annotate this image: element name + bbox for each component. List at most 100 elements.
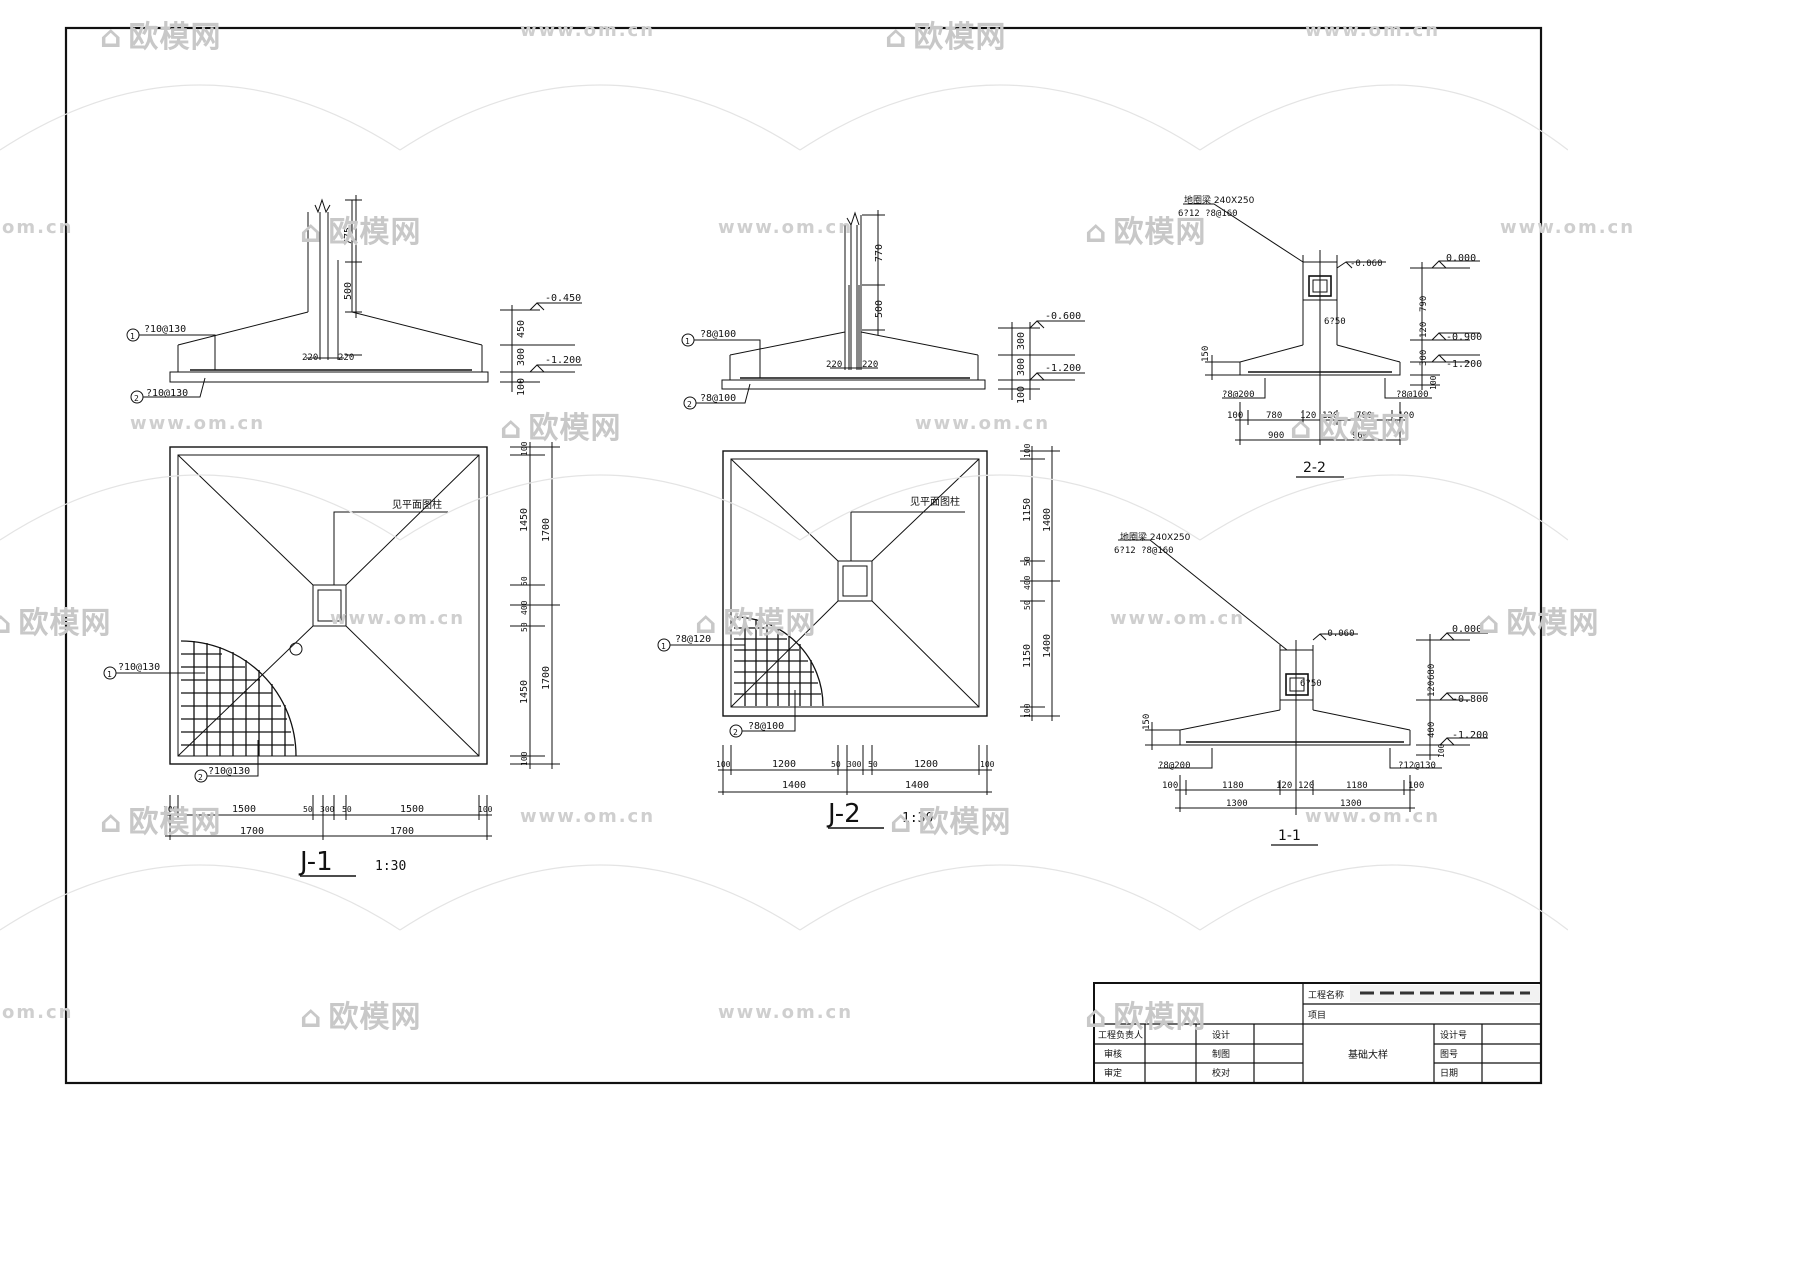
j2-level-1: -1.200 xyxy=(1045,363,1081,374)
j1-plan-h-4: 50 xyxy=(342,805,352,814)
j2-rebar-bottom-label: ?8@100 xyxy=(700,393,736,404)
section-2-2: 地圈梁 240X250 6?12 ?8@160 6?50 -0.060 790 … xyxy=(1178,194,1482,478)
j1-rebar-top-label: ?10@130 xyxy=(144,324,186,335)
svg-text:2: 2 xyxy=(134,394,139,403)
j2-rebar-top-label: ?8@100 xyxy=(700,329,736,340)
s22-beam-rebar: 6?12 ?8@160 xyxy=(1178,209,1238,219)
j2-plan-h-total-1: 1400 xyxy=(905,780,929,791)
s11-dim-h-1: 1180 xyxy=(1222,781,1244,791)
s22-col-mark: 6?50 xyxy=(1324,317,1346,327)
tb-row-0-right: 设计 xyxy=(1212,1029,1230,1041)
s22-dim-v-4: 150 xyxy=(1201,346,1211,362)
j2-plan-v-total-1: 1400 xyxy=(1042,634,1053,658)
drawing-sheet: 220 220 1 ?10@130 2 ?10@130 775 500 450 … xyxy=(0,26,1568,1085)
svg-text:2: 2 xyxy=(198,773,203,782)
s22-rebar-right: ?8@100 xyxy=(1396,390,1429,400)
j2-plan-v-5: 1150 xyxy=(1022,644,1033,668)
s11-dim-v-2: 400 xyxy=(1427,722,1437,738)
j1-plan-h-5: 1500 xyxy=(400,804,424,815)
tb-row-1-left: 审核 xyxy=(1104,1048,1122,1060)
j2-plan-v-2: 50 xyxy=(1023,556,1032,566)
j2-dim-v-3: 300 xyxy=(1016,358,1027,376)
j1-plan: 见平面图柱 1 ?10@130 2 ?10@130 100 1450 50 40… xyxy=(103,441,560,877)
j2-scale: 1:30 xyxy=(902,811,933,826)
s11-dim-h-total-0: 1300 xyxy=(1226,799,1248,809)
j2-plan-h-6: 100 xyxy=(980,760,995,769)
s11-dim-v-3: 100 xyxy=(1437,743,1446,758)
j2-plan-h-0: 100 xyxy=(716,760,731,769)
s11-dim-h-total-1: 1300 xyxy=(1340,799,1362,809)
s22-dim-v-0: 790 xyxy=(1419,296,1429,312)
j1-level-0: -0.450 xyxy=(545,293,581,304)
tb-row-2-right: 校对 xyxy=(1212,1067,1230,1079)
s11-level-3: -1.200 xyxy=(1452,730,1488,741)
j2-dim-v-1: 500 xyxy=(874,300,885,318)
s22-dim-h-total-1: 900 xyxy=(1352,431,1368,441)
s11-level-0: 0.000 xyxy=(1452,624,1482,635)
j1-plan-v-3: 400 xyxy=(520,600,529,615)
tb-row-0-left: 工程负责人 xyxy=(1098,1029,1143,1041)
s11-title: 1-1 xyxy=(1278,828,1301,844)
j2-plan: 见平面图柱 1 ?8@120 2 ?8@100 100 1150 50 400 … xyxy=(657,443,1060,829)
j1-plan-v-1: 1450 xyxy=(519,508,530,532)
svg-text:2: 2 xyxy=(687,400,692,409)
s22-dim-h-1: 780 xyxy=(1266,411,1282,421)
svg-text:2: 2 xyxy=(733,728,738,737)
tb-project-label: 工程名称 xyxy=(1308,989,1344,1001)
j1-plan-v-total-1: 1700 xyxy=(541,666,552,690)
tb-right-0: 设计号 xyxy=(1440,1029,1467,1041)
s22-dim-h-5: 100 xyxy=(1398,411,1414,421)
j2-plan-v-total-0: 1400 xyxy=(1042,508,1053,532)
tb-item-label: 项目 xyxy=(1308,1010,1326,1021)
tb-right-1: 图号 xyxy=(1440,1049,1458,1060)
s22-beam-label: 地圈梁 240X250 xyxy=(1184,194,1255,206)
svg-text:1: 1 xyxy=(661,642,666,651)
j1-plan-h-2: 50 xyxy=(303,805,313,814)
j1-plan-v-2: 50 xyxy=(520,576,529,586)
j2-plan-v-4: 50 xyxy=(1023,600,1032,610)
j2-plan-rebar-1: ?8@120 xyxy=(675,634,711,645)
j2-plan-v-0: 100 xyxy=(1023,443,1032,458)
svg-text:1: 1 xyxy=(107,670,112,679)
svg-text:1: 1 xyxy=(130,332,135,341)
j2-plan-h-2: 50 xyxy=(831,760,841,769)
j1-level-1: -1.200 xyxy=(545,355,581,366)
j1-plan-rebar-1: ?10@130 xyxy=(118,662,160,673)
j1-plan-h-6: 100 xyxy=(478,805,493,814)
s11-level-1: -0.060 xyxy=(1322,629,1355,639)
j1-plan-v-4: 50 xyxy=(520,622,529,632)
s11-rebar-right: ?12@130 xyxy=(1398,761,1436,771)
tb-right-2: 日期 xyxy=(1440,1068,1458,1079)
s22-dim-v-1: 120 xyxy=(1419,322,1429,338)
j2-plan-h-1: 1200 xyxy=(772,759,796,770)
j1-dim-v-1: 500 xyxy=(343,282,354,300)
s11-dim-v-0: 680 xyxy=(1427,664,1437,680)
s22-level-3: -1.200 xyxy=(1446,359,1482,370)
s22-level-1: -0.060 xyxy=(1350,259,1383,269)
j2-plan-h-5: 1200 xyxy=(914,759,938,770)
j1-plan-h-3: 300 xyxy=(320,805,335,814)
tb-drawing-name: 基础大样 xyxy=(1348,1048,1388,1061)
j2-plan-h-total-0: 1400 xyxy=(782,780,806,791)
title-block: 工程名称 项目 工程负责人 设计 审核 制图 审定 校对 基础大样 设计号 图号… xyxy=(1093,982,1542,1084)
s11-dim-v-4: 150 xyxy=(1142,714,1152,730)
s11-dim-h-3: 120 xyxy=(1298,781,1314,791)
svg-text:1: 1 xyxy=(685,337,690,346)
s22-level-0: 0.000 xyxy=(1446,253,1476,264)
j2-col-dim-left: 220 xyxy=(826,360,842,370)
j1-plan-label: 见平面图柱 xyxy=(392,498,442,511)
s11-dim-h-0: 100 xyxy=(1162,781,1178,791)
j1-plan-h-0: 100 xyxy=(163,805,178,814)
j2-plan-v-6: 100 xyxy=(1023,703,1032,718)
j1-col-dim-left: 220 xyxy=(302,353,318,363)
s11-dim-h-4: 1180 xyxy=(1346,781,1368,791)
watermark-arcs xyxy=(0,84,1568,931)
s22-dim-v-3: 100 xyxy=(1429,375,1438,390)
j1-plan-v-6: 100 xyxy=(520,751,529,766)
s11-beam-label: 地圈梁 240X250 xyxy=(1120,531,1191,543)
j2-dim-v-4: 100 xyxy=(1016,386,1027,404)
j1-col-dim-right: 220 xyxy=(338,353,354,363)
j2-dim-v-0: 770 xyxy=(874,244,885,262)
s11-dim-v-1: 120 xyxy=(1427,681,1437,697)
j1-section: 220 220 1 ?10@130 2 ?10@130 775 500 450 … xyxy=(126,195,582,404)
